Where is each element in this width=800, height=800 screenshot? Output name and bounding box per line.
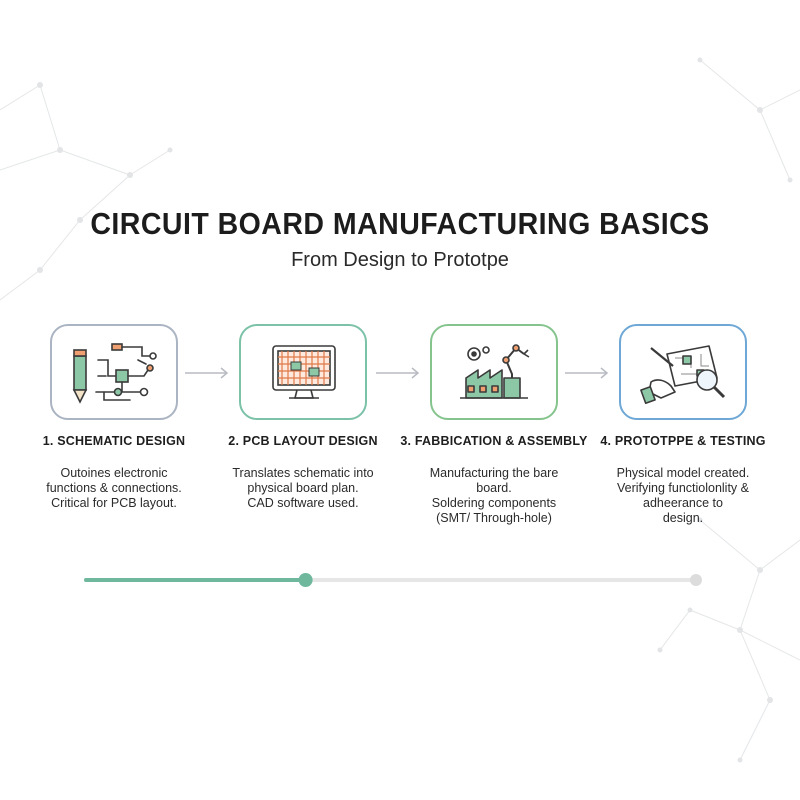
description-line: Soldering components <box>431 496 557 510</box>
description-line: adheerance to <box>643 496 723 510</box>
step-1-label: 1. SCHEMATIC DESIGN <box>42 434 186 448</box>
step-1-description: Outoines electronic functions & connecti… <box>29 466 199 511</box>
description-line: board. <box>476 481 512 495</box>
description-line: Critical for PCB layout. <box>51 496 177 510</box>
description-line: Verifying functiolonlity & <box>616 481 749 495</box>
description-line: Manufacturing the bare <box>429 466 559 480</box>
description-line: (SMT/ Through-hole) <box>436 511 552 525</box>
description-line: functions & connections. <box>46 481 182 495</box>
step-4-description: Physical model created. Verifying functi… <box>598 466 768 526</box>
step-4-label: 4. PROTOTPPE & TESTING <box>600 434 766 448</box>
arrow-right-icon <box>565 367 609 379</box>
step-4-card <box>619 324 747 420</box>
arrow-right-icon <box>376 367 420 379</box>
page-subtitle: From Design to Prototpe <box>291 249 509 271</box>
factory-robot-arm-icon <box>460 344 530 399</box>
magnifier-hand-icon <box>640 345 726 405</box>
step-2-label: 2. PCB LAYOUT DESIGN <box>228 434 378 448</box>
step-2-card <box>239 324 367 420</box>
progress-end-marker <box>690 574 702 586</box>
description-line: physical board plan. <box>247 481 359 495</box>
step-3-label: 3. FABBICATION & ASSEMBLY <box>400 434 588 448</box>
monitor-pcb-icon <box>272 345 336 399</box>
progress-slider[interactable] <box>80 568 710 592</box>
description-line: CAD software used. <box>247 496 359 510</box>
description-line: Translates schematic into <box>232 466 374 480</box>
schematic-pencil-icon <box>72 343 157 404</box>
page-title: CIRCUIT BOARD MANUFACTURING BASICS <box>90 206 710 241</box>
step-3-description: Manufacturing the bare board. Soldering … <box>409 466 579 526</box>
step-2-description: Translates schematic into physical board… <box>218 466 388 511</box>
arrow-right-icon <box>185 367 229 379</box>
description-line: Physical model created. <box>616 466 750 480</box>
description-line: Outoines electronic <box>60 466 168 480</box>
step-3-card <box>430 324 558 420</box>
step-1-card <box>50 324 178 420</box>
progress-handle[interactable] <box>298 573 313 587</box>
description-line: design. <box>662 511 704 525</box>
